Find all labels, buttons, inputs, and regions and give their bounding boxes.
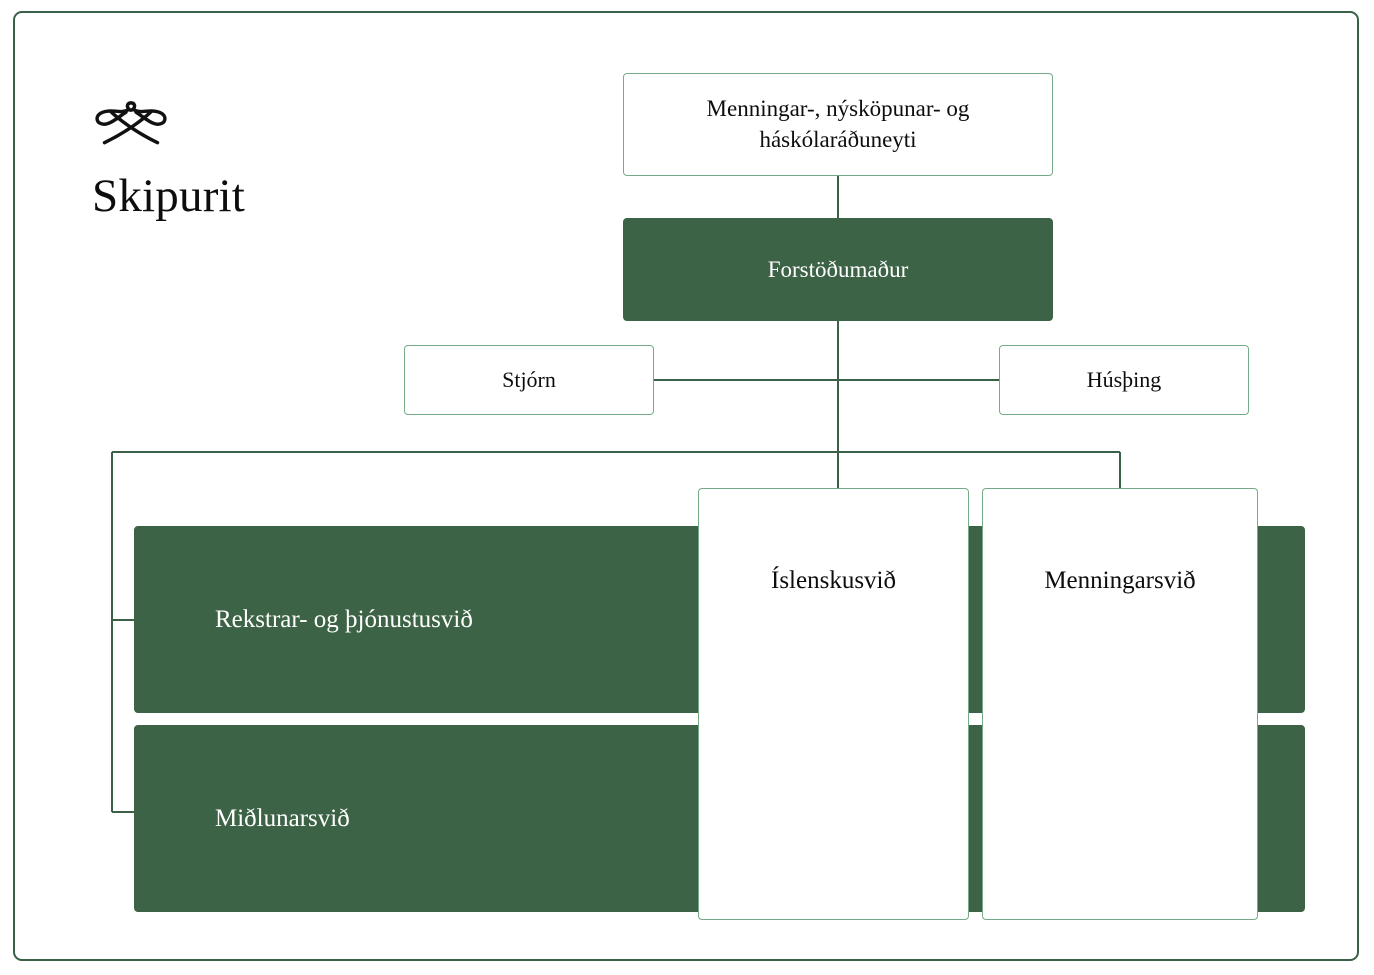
- node-ministry-label: Menningar-, nýsköpunar- og háskólaráðune…: [706, 96, 970, 152]
- node-director-label: Forstöðumaður: [767, 256, 909, 282]
- page-title: Skipurit: [92, 170, 246, 222]
- node-operations-and-services-label: Rekstrar- og þjónustusvið: [215, 605, 473, 633]
- node-icelandic-department-label: Íslenskusvið: [771, 567, 896, 594]
- node-board-label: Stjórn: [502, 367, 556, 392]
- node-house-assembly-label: Húsþing: [1086, 367, 1162, 392]
- node-board[interactable]: Stjórn: [404, 345, 654, 415]
- node-dissemination-label: Miðlunarsvið: [215, 804, 350, 832]
- node-culture-department-label: Menningarsvið: [1044, 567, 1196, 594]
- arnastofnun-knot-icon: [95, 101, 167, 145]
- node-ministry[interactable]: Menningar-, nýsköpunar- og háskólaráðune…: [623, 73, 1053, 176]
- brand-block: Skipurit: [92, 96, 422, 221]
- node-culture-department[interactable]: Menningarsvið: [982, 488, 1258, 920]
- node-house-assembly[interactable]: Húsþing: [999, 345, 1249, 415]
- node-director[interactable]: Forstöðumaður: [623, 218, 1053, 321]
- node-icelandic-department[interactable]: Íslenskusvið: [698, 488, 969, 920]
